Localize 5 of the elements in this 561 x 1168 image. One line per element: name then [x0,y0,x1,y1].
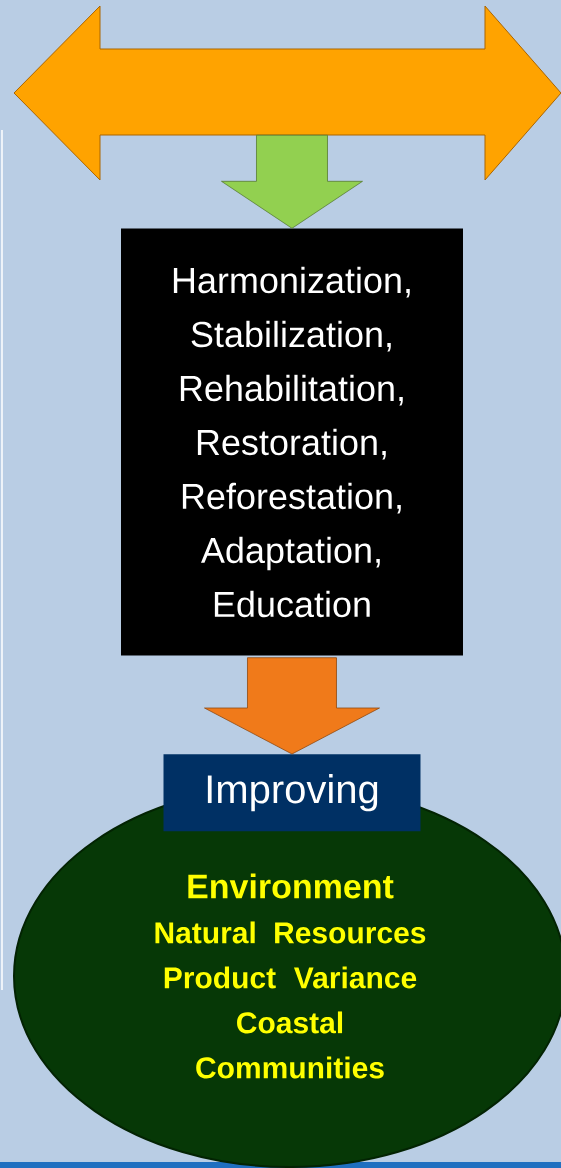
heading-box: Improving [163,754,421,832]
block-arrow [204,657,380,755]
block-arrow [221,134,363,229]
double-arrow [13,5,561,181]
text-box: Harmonization, Stabilization, Rehabilitation, Restoration, Reforestation, Adaptation, Education [121,228,463,656]
